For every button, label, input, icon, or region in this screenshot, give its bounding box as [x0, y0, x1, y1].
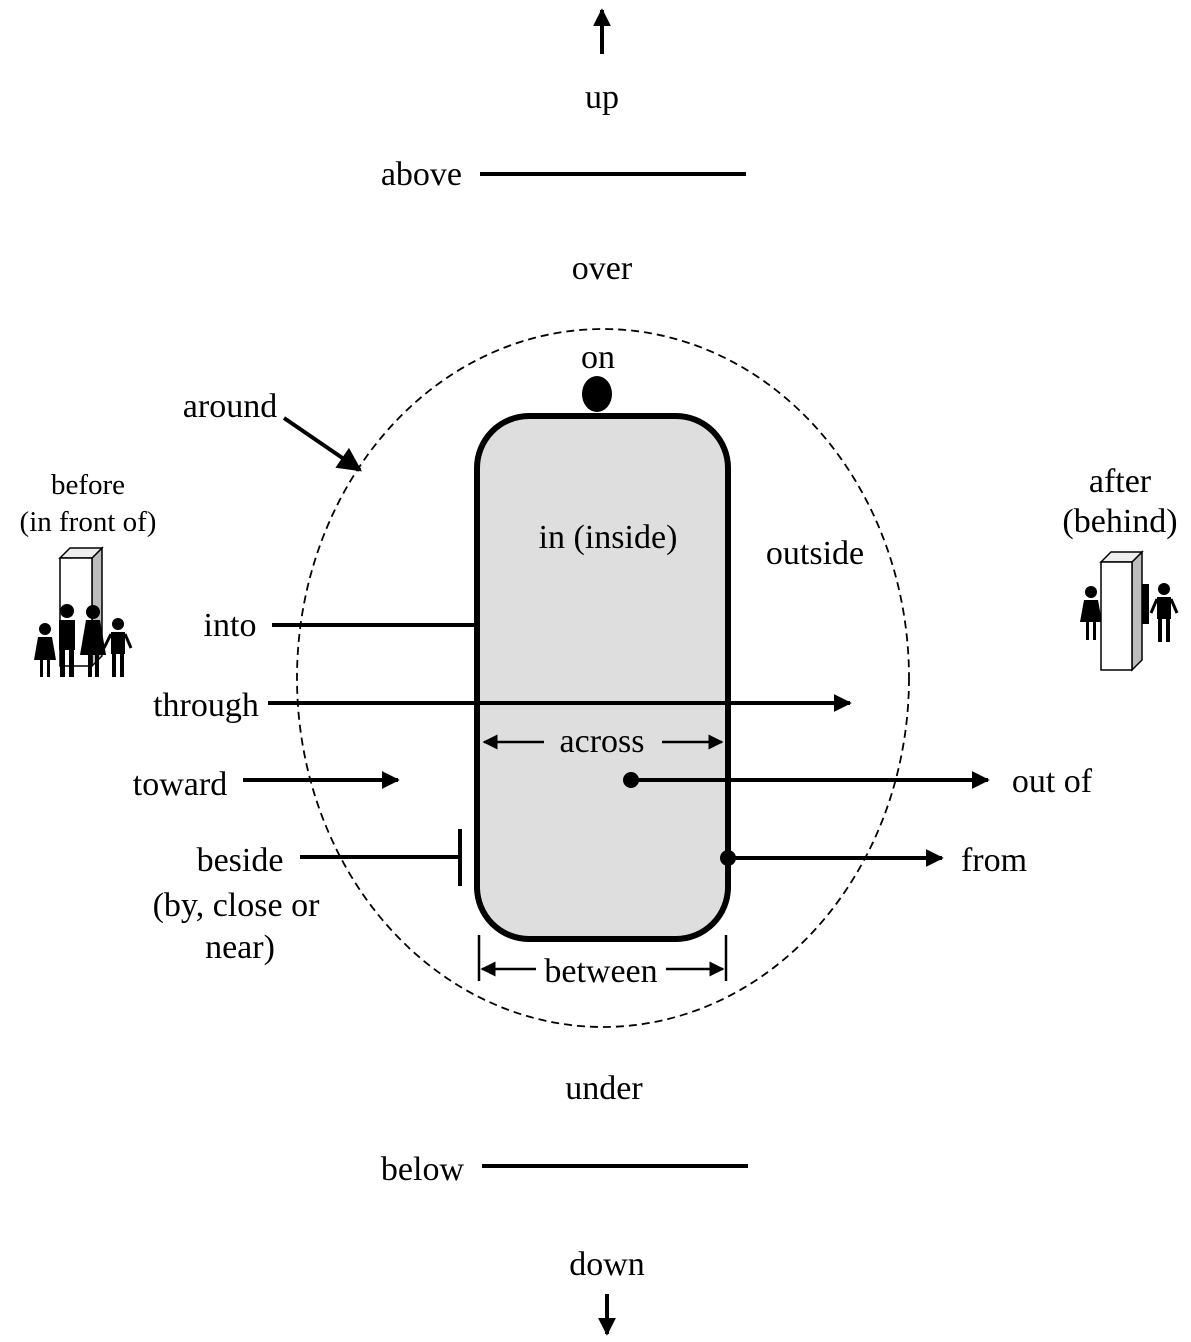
label-beside-near: near) — [205, 929, 275, 966]
label-above: above — [381, 156, 462, 193]
label-before: before — [51, 469, 125, 501]
label-on: on — [581, 339, 615, 376]
label-through: through — [153, 687, 259, 724]
label-out-of: out of — [1012, 763, 1093, 800]
label-behind: (behind) — [1062, 503, 1177, 540]
label-in-front-of: (in front of) — [20, 506, 157, 538]
label-under: under — [565, 1070, 643, 1107]
label-beside: beside — [197, 842, 284, 879]
label-over: over — [572, 250, 633, 287]
label-down: down — [569, 1246, 645, 1283]
label-between: between — [544, 953, 657, 990]
label-around: around — [183, 388, 277, 425]
label-from: from — [961, 842, 1027, 879]
label-across: across — [560, 723, 645, 760]
label-below: below — [381, 1151, 465, 1188]
label-beside-by: (by, close or — [153, 887, 320, 924]
label-up: up — [585, 79, 619, 116]
label-after: after — [1089, 463, 1152, 500]
label-toward: toward — [133, 766, 227, 803]
around-arrow — [282, 416, 362, 472]
label-into: into — [204, 607, 257, 644]
on-dot — [582, 376, 612, 412]
before-people-icon — [34, 546, 133, 677]
container-box — [474, 413, 731, 942]
label-in-inside: in (inside) — [539, 519, 678, 556]
label-outside: outside — [766, 535, 864, 572]
after-people-icon — [1080, 550, 1179, 672]
around-ellipse — [296, 328, 910, 1028]
